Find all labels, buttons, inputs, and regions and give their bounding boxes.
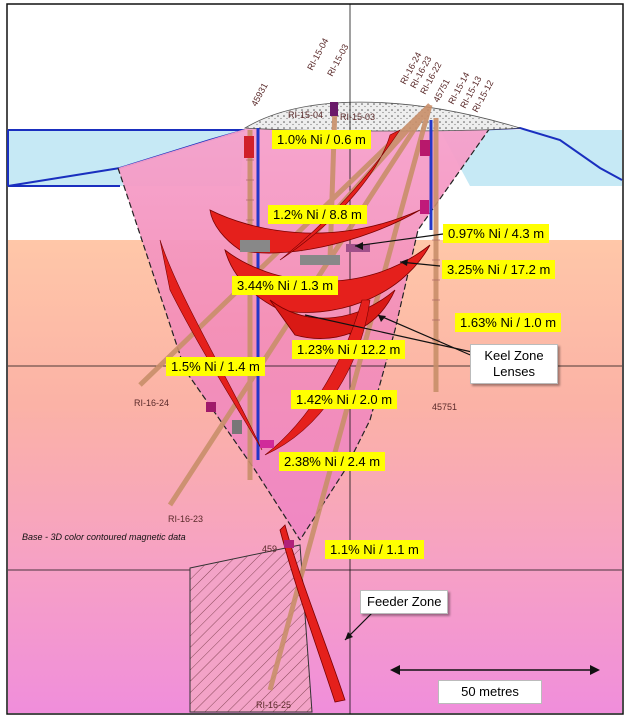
hole-label-ri-16-24-bottom: RI-16-24 <box>134 398 170 408</box>
base-data-note: Base - 3D color contoured magnetic data <box>22 532 186 542</box>
keel-zone-callout-line2: Lenses <box>493 364 535 379</box>
feeder-zone-block <box>189 544 313 713</box>
feeder-zone-callout: Feeder Zone <box>360 590 449 614</box>
grade-label-4: 3.25% Ni / 17.2 m <box>442 260 556 279</box>
grade-label-5: 3.44% Ni / 1.3 m <box>232 276 339 295</box>
feeder-zone-conduit <box>279 524 346 703</box>
grade-label-11: 1.1% Ni / 1.1 m <box>325 540 424 559</box>
keel-zone-callout: Keel Zone Lenses <box>470 344 558 384</box>
leader-arrowheads <box>345 242 408 640</box>
assay-intercepts <box>206 102 430 548</box>
hole-label-ri-15-03-collar: RI-15-03 <box>340 112 376 122</box>
intrusion-contact-left <box>117 167 301 541</box>
keel-lens-upper-limb <box>279 129 401 261</box>
lake-outline <box>7 126 623 187</box>
grade-label-10: 2.38% Ni / 2.4 m <box>279 452 386 471</box>
hole-label-ri-16-25-bottom: RI-16-25 <box>256 700 292 710</box>
grade-label-1: 1.0% Ni / 0.6 m <box>272 130 371 149</box>
hole-label-459-bottom: 459 <box>262 544 278 554</box>
keel-lens-west-limb <box>159 239 263 451</box>
grade-label-3: 0.97% Ni / 4.3 m <box>443 224 550 243</box>
hole-label-45751-bottom: 45751 <box>432 402 458 412</box>
grade-label-2: 1.2% Ni / 8.8 m <box>268 205 367 224</box>
grade-label-8: 1.5% Ni / 1.4 m <box>166 357 265 376</box>
grade-label-6: 1.63% Ni / 1.0 m <box>455 313 562 332</box>
keel-zone-callout-line1: Keel Zone <box>484 348 544 363</box>
hole-label-ri-16-23-bottom: RI-16-23 <box>168 514 204 524</box>
scale-bar-arrow <box>390 665 600 675</box>
grade-label-7: 1.23% Ni / 12.2 m <box>292 340 406 359</box>
hole-label-ri-15-04-collar: RI-15-04 <box>288 110 324 120</box>
scale-bar-label: 50 metres <box>438 680 542 704</box>
grade-label-9: 1.42% Ni / 2.0 m <box>291 390 398 409</box>
lake-right <box>440 130 622 186</box>
